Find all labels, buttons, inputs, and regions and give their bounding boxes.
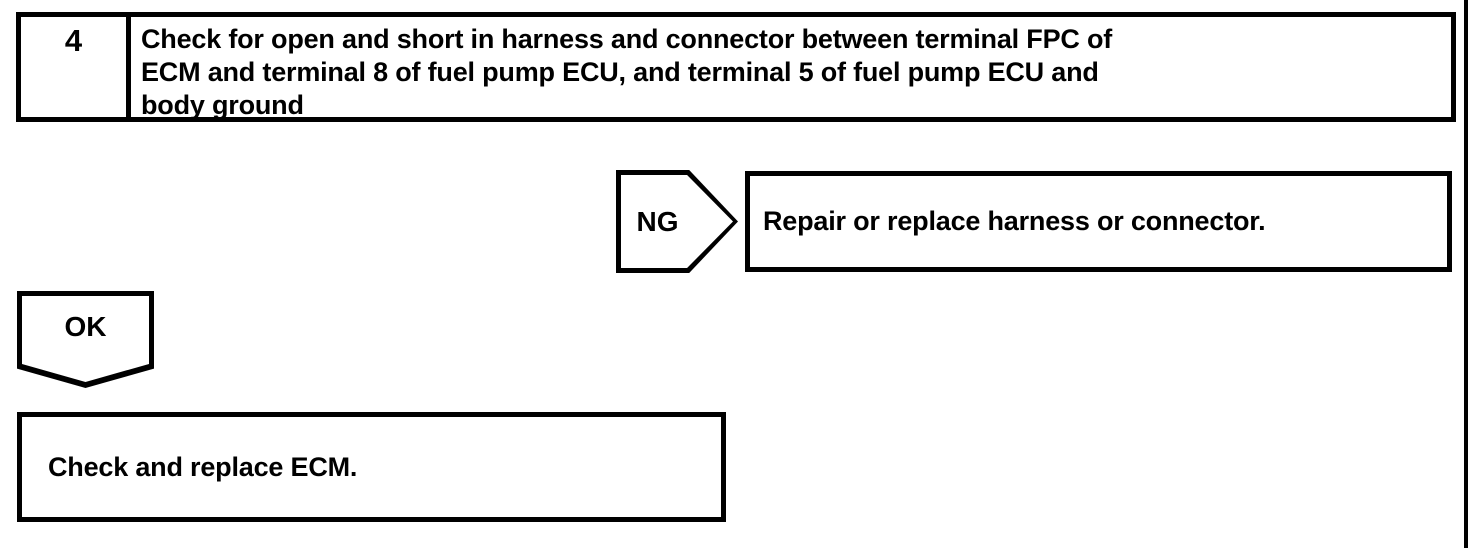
ng-result-text: Repair or replace harness or connector. [763,206,1266,236]
ok-result-text: Check and replace ECM. [48,451,358,482]
step-instruction-line-2: ECM and terminal 8 of fuel pump ECU, and… [141,57,1099,87]
ng-result-box: Repair or replace harness or connector. [745,171,1452,272]
step-instruction-cell: Check for open and short in harness and … [131,17,1451,117]
ok-branch-label: OK [64,310,107,342]
ok-arrow-icon: OK [17,291,154,388]
step-number: 4 [64,23,83,58]
step-instruction-table: 4 Check for open and short in harness an… [16,12,1456,122]
ng-branch-label: NG [636,205,679,237]
step-instruction-line-3: body ground [141,90,304,117]
step-number-cell: 4 [21,17,131,117]
page-border-rule [1464,0,1468,548]
step-instruction-line-1: Check for open and short in harness and … [141,24,1113,54]
ok-arrow-fill [22,296,149,382]
ng-arrow-icon: NG [616,170,738,273]
ok-result-box: Check and replace ECM. [17,412,726,522]
